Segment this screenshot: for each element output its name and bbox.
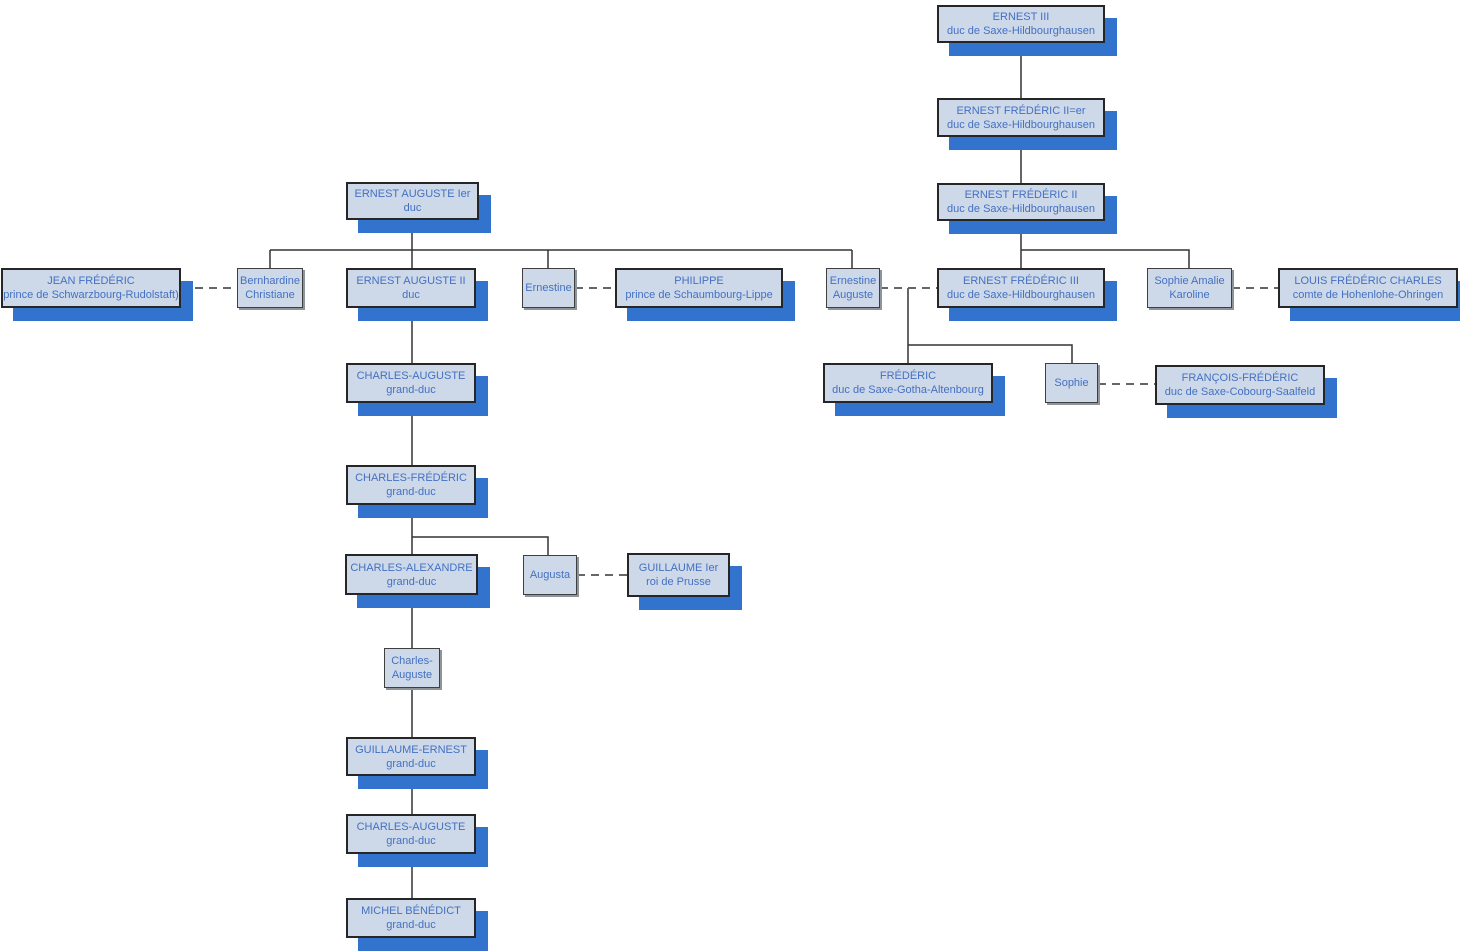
person-title: comte de Hohenlohe-Ohringen <box>1292 289 1444 301</box>
tree-node-ernestine[interactable]: Ernestine <box>522 268 575 308</box>
person-title: duc de Saxe-Hildbourghausen <box>947 203 1095 215</box>
person-title: duc de Saxe-Cobourg-Saalfeld <box>1164 386 1316 398</box>
tree-node-charles-auguste-2[interactable]: CHARLES-AUGUSTE grand-duc <box>346 814 476 854</box>
tree-node-francois-frederic[interactable]: FRANÇOIS-FRÉDÉRIC duc de Saxe-Cobourg-Saa… <box>1155 365 1325 405</box>
person-title: grand-duc <box>386 384 436 396</box>
person-name: GUILLAUME Ier <box>638 562 719 574</box>
person-name: CHARLES-ALEXANDRE <box>350 561 473 574</box>
person-title: duc de Saxe-Gotha-Altenbourg <box>832 384 984 396</box>
person-name: LOUIS FRÉDÉRIC CHARLES <box>1294 275 1442 287</box>
person-title: duc <box>403 202 422 214</box>
person-title: grand-duc <box>386 486 436 498</box>
person-title: roi de Prusse <box>646 576 711 588</box>
person-title: grand-duc <box>386 575 437 588</box>
person-title: grand-duc <box>386 835 436 847</box>
descent-line <box>908 344 1073 363</box>
tree-node-charles-auguste-1[interactable]: CHARLES-AUGUSTE grand-duc <box>346 363 476 403</box>
tree-node-frederic[interactable]: FRÉDÉRIC duc de Saxe-Gotha-Altenbourg <box>823 363 993 403</box>
tree-node-philippe[interactable]: PHILIPPE prince de Schaumbourg-Lippe <box>615 268 783 308</box>
person-name: MICHEL BÉNÉDICT <box>361 905 461 917</box>
person-title: grand-duc <box>386 757 436 770</box>
person-title: duc de Saxe-Hildbourghausen <box>947 289 1095 301</box>
tree-node-augusta[interactable]: Augusta <box>523 555 577 595</box>
person-name: Ernestine <box>525 282 572 294</box>
tree-node-jean-frederic[interactable]: JEAN FRÉDÉRIC prince de Schwarzbourg-Rudo… <box>1 268 181 308</box>
person-name: FRANÇOIS-FRÉDÉRIC <box>1181 372 1299 384</box>
tree-node-michel-benedict[interactable]: MICHEL BÉNÉDICT grand-duc <box>346 898 476 938</box>
person-title: prince de Schwarzbourg-Rudolstaft) <box>3 289 179 301</box>
person-name: ERNEST AUGUSTE II <box>356 275 466 287</box>
tree-node-ernest-frederic-ii[interactable]: ERNEST FRÉDÉRIC II duc de Saxe-Hildbourgh… <box>937 183 1105 221</box>
tree-node-ernest-auguste-ier[interactable]: ERNEST AUGUSTE Ier duc <box>346 182 479 220</box>
person-name: ERNEST AUGUSTE Ier <box>354 188 471 200</box>
tree-node-ernest-auguste-ii[interactable]: ERNEST AUGUSTE II duc <box>346 268 476 308</box>
descent-line <box>412 536 549 555</box>
tree-node-ernest-frederic-iii[interactable]: ERNEST FRÉDÉRIC III duc de Saxe-Hildbourg… <box>937 268 1105 308</box>
person-name: Augusta <box>529 569 571 581</box>
tree-node-charles-auguste-fils[interactable]: Charles- Auguste <box>384 648 440 688</box>
person-name: Sophie <box>1054 377 1089 389</box>
tree-node-guillaume-ier[interactable]: GUILLAUME Ier roi de Prusse <box>627 553 730 597</box>
tree-node-charles-frederic[interactable]: CHARLES-FRÉDÉRIC grand-duc <box>346 465 476 505</box>
tree-node-ernest-iii[interactable]: ERNEST III duc de Saxe-Hildbourghausen <box>937 5 1105 43</box>
person-name: FRÉDÉRIC <box>879 370 937 382</box>
person-name: CHARLES-AUGUSTE <box>356 370 466 382</box>
person-name: ERNEST FRÉDÉRIC II=er <box>956 104 1086 117</box>
person-title: Karoline <box>1169 289 1210 301</box>
person-title: Christiane <box>245 289 295 301</box>
person-name: JEAN FRÉDÉRIC <box>47 275 135 287</box>
person-title: duc <box>402 289 420 301</box>
descent-line <box>1021 249 1190 268</box>
person-title: duc de Saxe-Hildbourghausen <box>947 118 1095 131</box>
person-name: Sophie Amalie <box>1154 275 1225 287</box>
tree-node-louis-frederic-charles[interactable]: LOUIS FRÉDÉRIC CHARLES comte de Hohenlohe… <box>1278 268 1458 308</box>
person-name: CHARLES-FRÉDÉRIC <box>355 472 467 484</box>
person-name: ERNEST FRÉDÉRIC II <box>964 189 1078 201</box>
person-name: Ernestine <box>829 275 877 287</box>
person-title: duc de Saxe-Hildbourghausen <box>947 25 1095 37</box>
person-name: ERNEST FRÉDÉRIC III <box>963 275 1079 287</box>
person-title: prince de Schaumbourg-Lippe <box>625 289 773 301</box>
person-name: Bernhardine <box>240 275 300 287</box>
person-name: GUILLAUME-ERNEST <box>355 743 467 756</box>
person-name: Charles- <box>391 655 433 667</box>
person-title: Auguste <box>391 669 433 681</box>
person-title: Auguste <box>832 289 874 301</box>
person-name: CHARLES-AUGUSTE <box>356 821 466 833</box>
tree-node-sophie[interactable]: Sophie <box>1045 363 1098 403</box>
person-name: PHILIPPE <box>674 275 724 287</box>
person-name: ERNEST III <box>992 11 1050 23</box>
person-title: grand-duc <box>386 919 436 931</box>
